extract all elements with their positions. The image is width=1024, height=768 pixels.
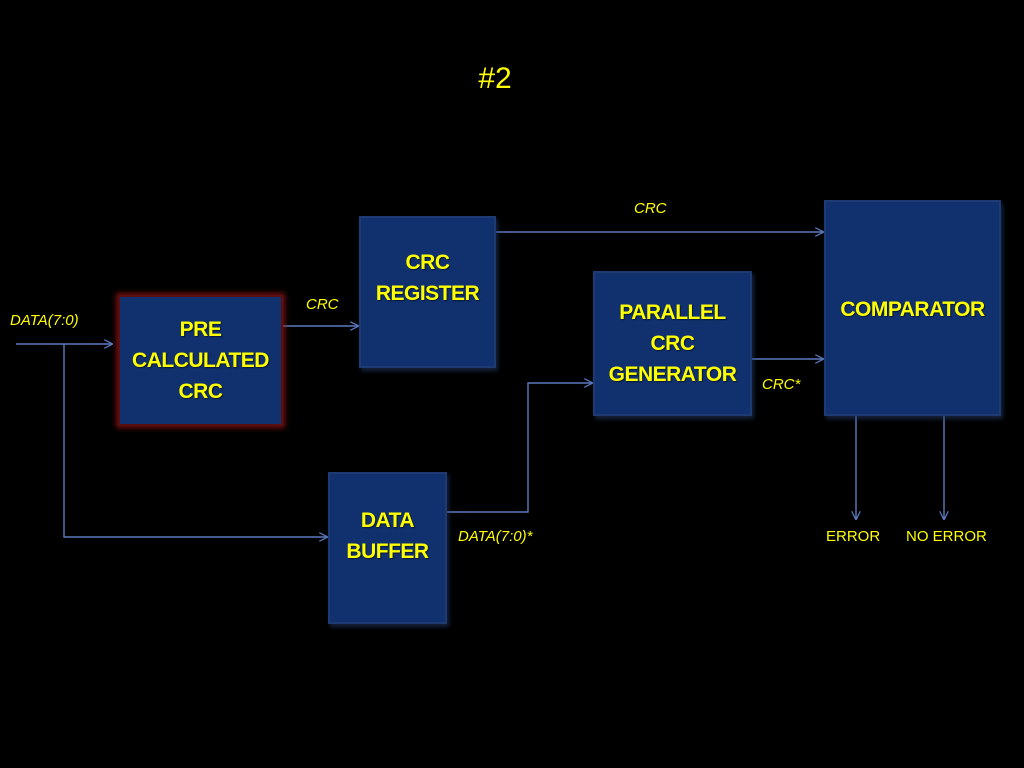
wire-data-to-buffer (63, 344, 327, 537)
slide-title: #2 (478, 62, 512, 95)
output-label-no-error: NO ERROR (906, 528, 987, 545)
data-buffer-block: DATA BUFFER (328, 472, 447, 624)
signal-label-crc-to-register: CRC (306, 296, 339, 313)
parallel-crc-generator-block: PARALLEL CRC GENERATOR (593, 271, 752, 416)
signal-label-data-in: DATA(7:0) (10, 312, 79, 329)
signal-label-crc-star: CRC* (762, 376, 801, 393)
parallel-crc-generator-label: PARALLEL CRC GENERATOR (608, 301, 737, 386)
pre-calculated-crc-label: PRE CALCULATED CRC (132, 318, 269, 403)
comparator-label: COMPARATOR (840, 298, 985, 321)
signal-label-data-star: DATA(7:0)* (458, 528, 533, 545)
crc-register-label: CRC REGISTER (375, 251, 480, 305)
signal-label-crc-to-comparator: CRC (634, 200, 667, 217)
comparator-block: COMPARATOR (824, 200, 1001, 416)
data-buffer-label: DATA BUFFER (346, 509, 429, 563)
wire-buffer-to-generator (447, 383, 592, 513)
crc-register-block: CRC REGISTER (359, 216, 496, 368)
pre-calculated-crc-block: PRE CALCULATED CRC (118, 295, 283, 426)
output-label-error: ERROR (826, 528, 881, 545)
